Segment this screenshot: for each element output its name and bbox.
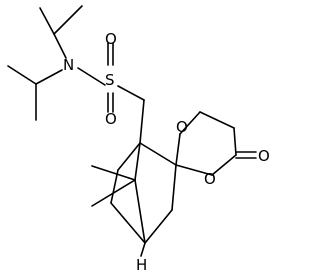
bridgehead-hydrogen-label: H xyxy=(136,256,147,273)
sulfur-label: S xyxy=(105,71,115,89)
isopropyl-group-lower xyxy=(7,65,63,121)
norbornane-skeleton xyxy=(110,142,177,244)
ring-oxygen-top-label: O xyxy=(176,118,188,136)
methylene-bond xyxy=(139,99,145,144)
sulfonyl-group xyxy=(77,42,145,113)
ring-oxygen-bottom-label: O xyxy=(204,170,216,188)
molecule-structure: N S O O O O O H xyxy=(7,5,270,273)
isopropyl-group-upper xyxy=(39,5,83,59)
carbonyl-oxygen-label: O xyxy=(258,147,270,165)
sulfonyl-oxygen-top-label: O xyxy=(105,30,117,48)
sulfonyl-oxygen-bottom-label: O xyxy=(105,110,117,128)
dioxolanone-ring xyxy=(175,111,257,176)
bridgehead-h-bond xyxy=(140,242,146,257)
nitrogen-label: N xyxy=(63,56,74,74)
gem-dimethyl xyxy=(91,165,136,207)
